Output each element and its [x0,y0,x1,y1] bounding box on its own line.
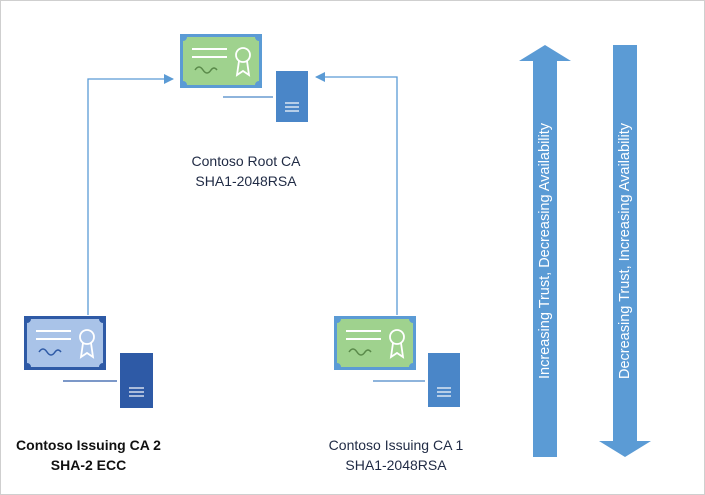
issuing-ca-2-name: Contoso Issuing CA 2 [16,437,161,453]
issuing2-certificate-icon [24,316,106,370]
trust-down-label: Decreasing Trust, Increasing Availabilit… [617,122,633,380]
connector-issuing2-to-root [87,74,174,315]
root-ca-label: Contoso Root CA SHA1-2048RSA [161,151,331,191]
issuing-ca-2-algorithm: SHA-2 ECC [50,457,127,473]
issuing1-server-icon [373,353,460,407]
trust-up-arrow [519,45,571,457]
root-ca-name: Contoso Root CA [191,153,301,169]
trust-down-arrow [599,45,651,457]
issuing-ca-1-label: Contoso Issuing CA 1 SHA1-2048RSA [306,435,486,475]
issuing-ca-1-algorithm: SHA1-2048RSA [345,457,447,473]
root-server-icon [223,71,308,122]
issuing-ca-1-name: Contoso Issuing CA 1 [328,437,464,453]
trust-up-label: Increasing Trust, Decreasing Availabilit… [537,122,553,380]
issuing2-server-icon [63,353,153,408]
issuing1-certificate-icon [334,316,416,370]
root-ca-algorithm: SHA1-2048RSA [195,173,297,189]
connector-issuing1-to-root [315,72,398,315]
root-certificate-icon [180,34,262,88]
issuing-ca-2-label: Contoso Issuing CA 2 SHA-2 ECC [1,435,176,475]
